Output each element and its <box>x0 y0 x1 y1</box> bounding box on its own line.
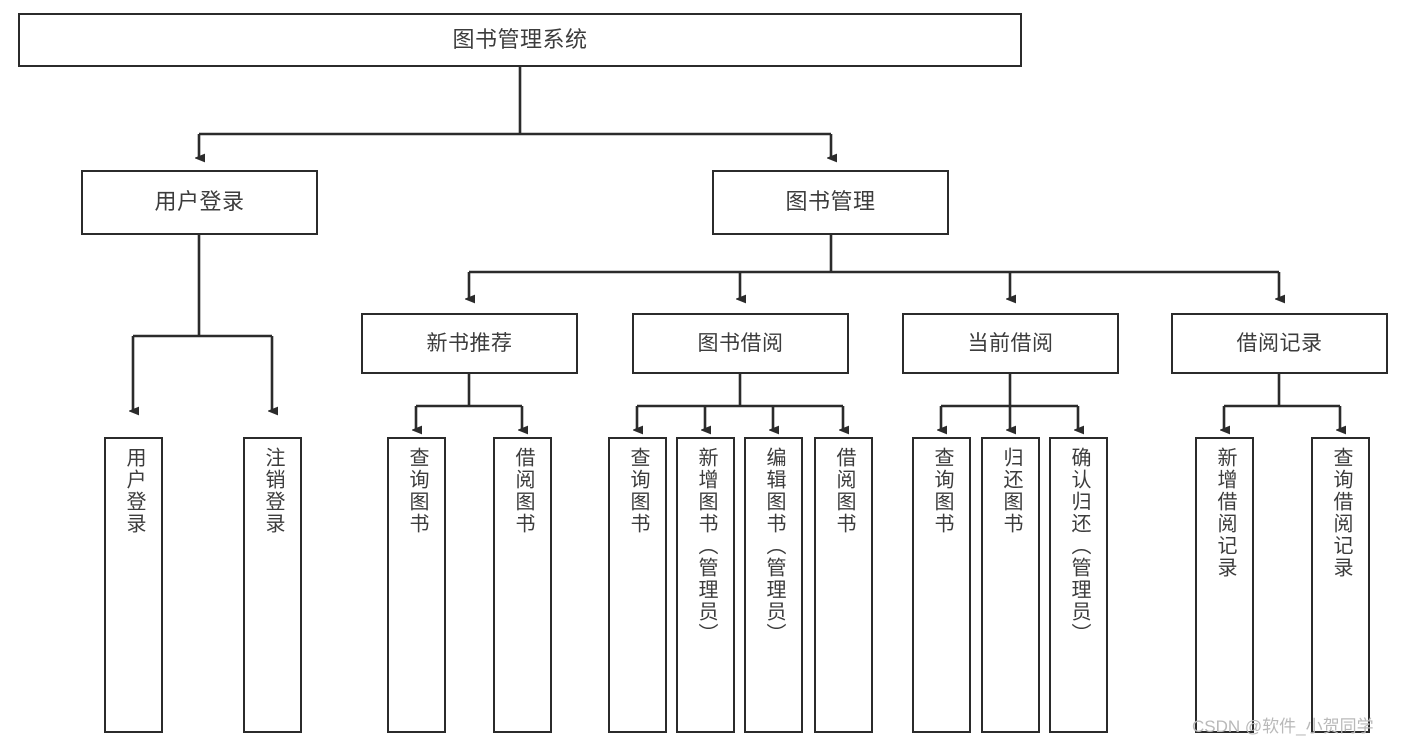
node-new-book-recommend[interactable]: 新书推荐 <box>361 313 578 374</box>
csdn-watermark: CSDN @软件_小贺同学 <box>1192 717 1374 736</box>
leaf-borrow-record-add-record[interactable]: 新增借阅记录 <box>1195 437 1254 733</box>
node-book-management[interactable]: 图书管理 <box>712 170 949 235</box>
node-label: 查询借阅记录 <box>1330 447 1352 579</box>
node-label: 当前借阅 <box>967 331 1054 355</box>
leaf-borrow-record-query-record[interactable]: 查询借阅记录 <box>1311 437 1370 733</box>
leaf-new-book-query-book[interactable]: 查询图书 <box>387 437 446 733</box>
leaf-current-borrow-query-book[interactable]: 查询图书 <box>912 437 971 733</box>
node-label: 图书管理系统 <box>452 26 588 52</box>
node-label: 用户登录 <box>154 189 245 215</box>
node-label: 编辑图书（管理员） <box>763 447 785 645</box>
node-label: 归还图书 <box>1000 447 1022 535</box>
leaf-book-borrow-query-book[interactable]: 查询图书 <box>608 437 667 733</box>
node-label: 图书借阅 <box>697 331 784 355</box>
leaf-user-login-login[interactable]: 用户登录 <box>104 437 163 733</box>
node-label: 查询图书 <box>931 447 953 535</box>
node-label: 用户登录 <box>123 447 145 535</box>
node-label: 注销登录 <box>262 447 284 535</box>
node-label: 查询图书 <box>406 447 428 535</box>
node-label: 确认归还（管理员） <box>1068 447 1090 645</box>
leaf-book-borrow-add-book-admin[interactable]: 新增图书（管理员） <box>676 437 735 733</box>
node-borrow-record[interactable]: 借阅记录 <box>1171 313 1388 374</box>
leaf-book-borrow-borrow-book[interactable]: 借阅图书 <box>814 437 873 733</box>
node-label: 新增图书（管理员） <box>695 447 717 645</box>
node-label: 借阅记录 <box>1236 331 1323 355</box>
node-label: 借阅图书 <box>833 447 855 535</box>
node-book-borrow[interactable]: 图书借阅 <box>632 313 849 374</box>
node-label: 新增借阅记录 <box>1214 447 1236 579</box>
node-label: 新书推荐 <box>426 331 513 355</box>
node-user-login[interactable]: 用户登录 <box>81 170 318 235</box>
node-label: 借阅图书 <box>512 447 534 535</box>
leaf-new-book-borrow-book[interactable]: 借阅图书 <box>493 437 552 733</box>
node-label: 查询图书 <box>627 447 649 535</box>
leaf-user-login-logout[interactable]: 注销登录 <box>243 437 302 733</box>
leaf-current-borrow-confirm-return-admin[interactable]: 确认归还（管理员） <box>1049 437 1108 733</box>
node-root-system[interactable]: 图书管理系统 <box>18 13 1022 67</box>
node-label: 图书管理 <box>785 189 876 215</box>
node-current-borrow[interactable]: 当前借阅 <box>902 313 1119 374</box>
leaf-current-borrow-return-book[interactable]: 归还图书 <box>981 437 1040 733</box>
leaf-book-borrow-edit-book-admin[interactable]: 编辑图书（管理员） <box>744 437 803 733</box>
